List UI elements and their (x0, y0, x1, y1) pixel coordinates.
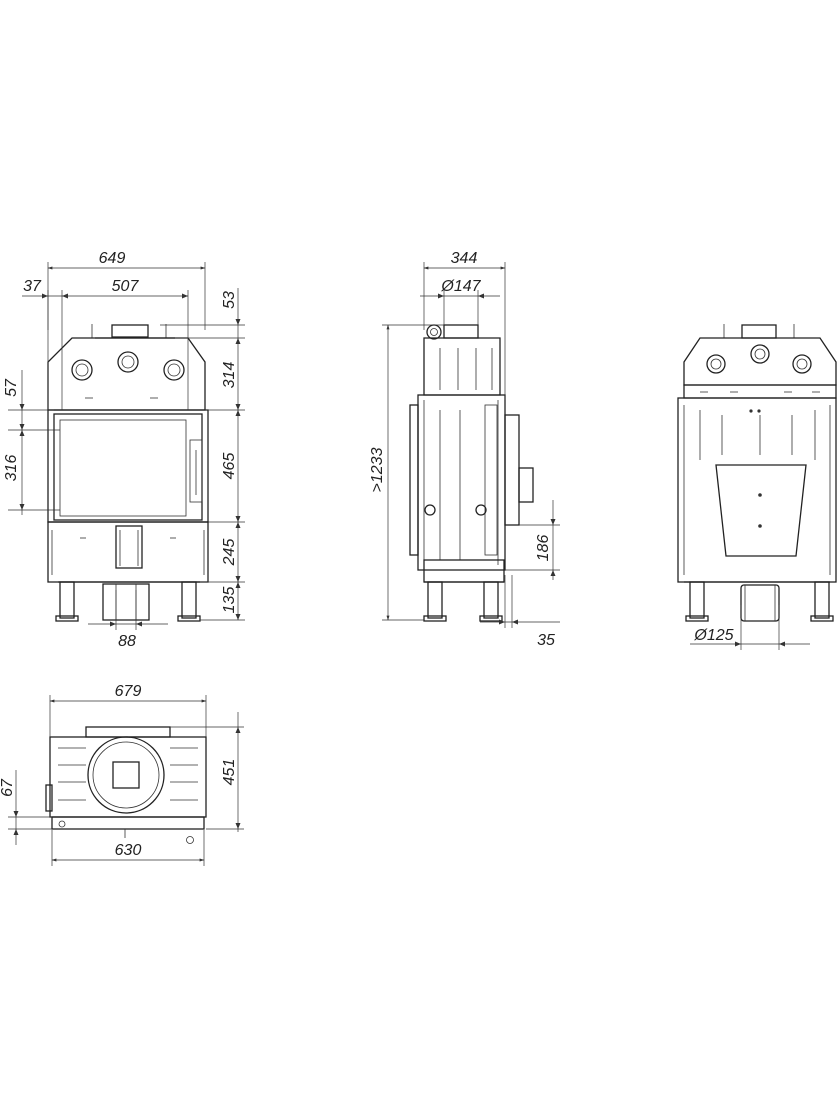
top-view (45, 726, 207, 844)
dim-top-depth: 451 (221, 759, 238, 786)
dim-front-glass-height: 316 (3, 455, 20, 482)
dim-front-glass-top-offset: 57 (3, 378, 20, 397)
dim-front-glass-width: 507 (112, 278, 140, 295)
dim-side-handle-offset: 35 (537, 632, 555, 649)
dim-side-total-height: >1233 (369, 447, 386, 492)
dim-side-outlet-diameter: Ø147 (440, 278, 481, 295)
dim-front-width-overall: 649 (99, 250, 126, 267)
rear-dimensions: Ø125 (690, 605, 810, 650)
dim-side-handle-height: 186 (535, 535, 552, 562)
dim-top-width-overall: 679 (115, 683, 142, 700)
dim-front-door-height: 465 (221, 453, 238, 480)
dim-top-front-offset: 67 (0, 778, 16, 797)
dim-front-leg-height: 135 (221, 587, 238, 614)
dim-front-lower-height: 245 (221, 539, 238, 567)
dim-top-base-width: 630 (115, 842, 142, 859)
dim-front-upper-height: 314 (221, 362, 238, 389)
dim-front-side-offset: 37 (23, 278, 42, 295)
top-dimensions: 679 451 67 630 (0, 683, 244, 866)
dim-rear-air-inlet-diameter: Ø125 (693, 627, 733, 644)
side-view (409, 324, 534, 622)
dim-side-depth: 344 (451, 250, 478, 267)
dim-front-top-offset: 53 (221, 291, 238, 309)
side-dimensions: 344 Ø147 >1233 186 35 (369, 250, 560, 649)
front-view (47, 324, 209, 622)
front-dimensions: 649 37 507 53 314 465 245 135 (3, 250, 245, 650)
dim-front-duct-width: 88 (118, 633, 136, 650)
rear-view (677, 324, 837, 622)
